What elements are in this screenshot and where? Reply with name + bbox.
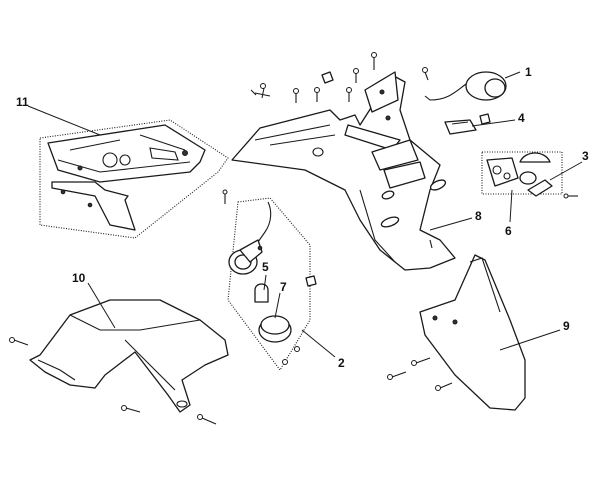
callout-6: 6 bbox=[505, 224, 512, 238]
part-4-license-light bbox=[444, 119, 477, 135]
part-6-lamp-housing bbox=[481, 151, 563, 197]
callout-10: 10 bbox=[72, 271, 86, 285]
callout-3: 3 bbox=[582, 149, 589, 163]
fasteners bbox=[9, 52, 578, 425]
part-2-lamp-assembly-group bbox=[227, 197, 311, 371]
part-9-rear-cover bbox=[419, 254, 526, 411]
callout-labels: 1 2 3 4 5 6 7 8 9 10 11 bbox=[16, 65, 589, 370]
callout-11: 11 bbox=[16, 95, 29, 109]
part-1-turn-signal bbox=[424, 71, 507, 101]
callout-9: 9 bbox=[563, 319, 570, 333]
part-5-bulb bbox=[254, 283, 269, 303]
callout-7: 7 bbox=[280, 280, 287, 294]
callout-8: 8 bbox=[475, 209, 482, 223]
part-8-rear-fender bbox=[231, 71, 456, 271]
leader-lines bbox=[27, 71, 583, 358]
part-11-battery-tray-group bbox=[39, 119, 229, 239]
part-7-lens bbox=[258, 315, 300, 365]
callout-1: 1 bbox=[525, 65, 532, 79]
callout-4: 4 bbox=[518, 111, 525, 125]
part-10-front-fender bbox=[29, 299, 229, 413]
callout-5: 5 bbox=[262, 260, 269, 274]
callout-2: 2 bbox=[338, 356, 345, 370]
